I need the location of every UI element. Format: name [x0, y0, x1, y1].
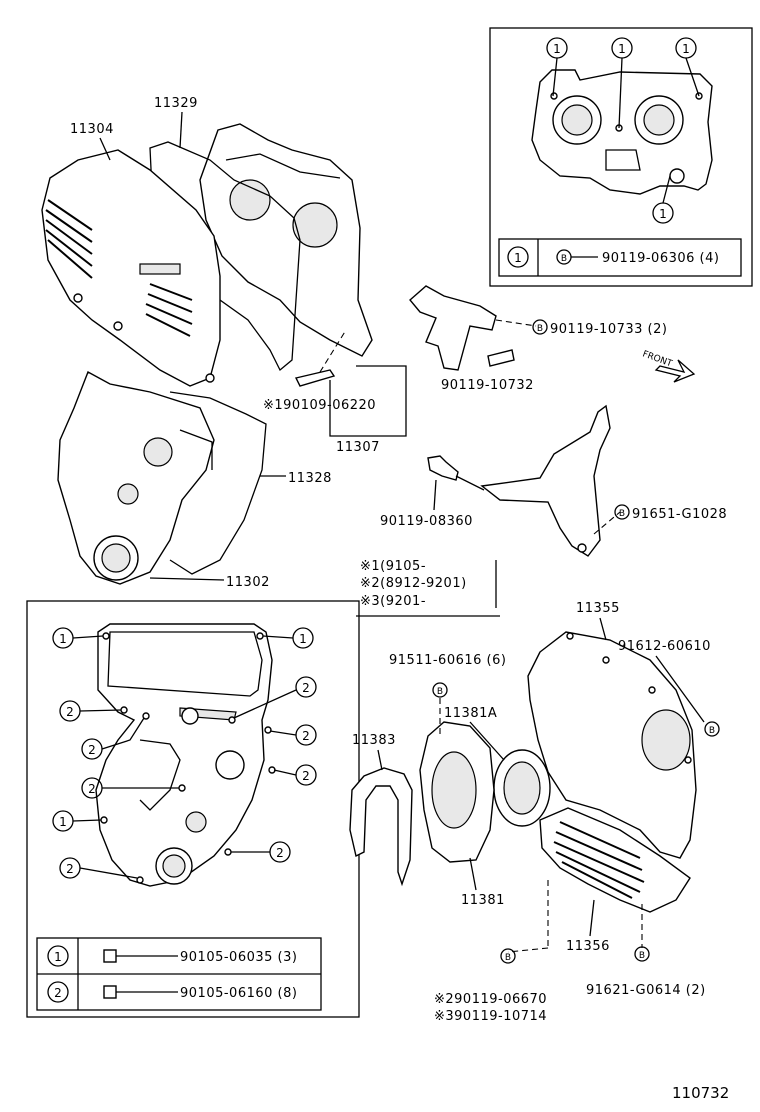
bl-marker-2-left-a: 2	[59, 700, 122, 722]
label-11307: 11307	[336, 440, 380, 455]
figure-id: 110732	[672, 1084, 729, 1102]
bl-marker-1-topright-label: 1	[299, 632, 307, 646]
inset-bottom-key-table: 1 2 90105-06035 (3) 90105-06160 (8)	[36, 937, 322, 1011]
bracket-upper: B 90119-10733 (2) 90119-10732 FRONT	[409, 285, 696, 393]
timing-cover-assembly	[41, 123, 373, 585]
engine-block-face	[531, 69, 713, 195]
marker-b-91651: B	[619, 509, 625, 519]
bl-marker-2-center: 2	[81, 777, 179, 799]
label-90119-10714: ※390119-10714	[434, 1009, 547, 1024]
labels-upper-left: 11304 11329 ※190109-06220 11307 11328 11…	[70, 96, 407, 590]
inset-bottom-left: 1 1 2 2 2 2 2	[26, 600, 360, 1018]
label-90119-10732: 90119-10732	[441, 378, 534, 393]
label-11381: 11381	[461, 893, 505, 908]
label-90119-10733: 90119-10733 (2)	[550, 322, 667, 337]
bl-marker-2-left-b-label: 2	[88, 743, 96, 757]
rear-end-plate-group: 11355 91612-60610 B 91511-60616 (6) B 11…	[349, 601, 720, 1024]
bl-marker-2-left-a-label: 2	[66, 705, 74, 719]
front-label: FRONT	[641, 349, 674, 369]
label-11383: 11383	[352, 733, 396, 748]
label-90119-08360: 90119-08360	[380, 514, 473, 529]
label-11381a: 11381A	[444, 706, 497, 721]
bl-row1-bolt: 90105-06035 (3)	[180, 950, 297, 965]
label-91651-g1028: 91651-G1028	[632, 507, 727, 522]
upper-cover-ribs	[45, 199, 193, 337]
label-11328: 11328	[288, 471, 332, 486]
label-91612-60610: 91612-60610	[618, 639, 711, 654]
bolt-icon-short	[103, 949, 178, 963]
label-190109-06220: ※190109-06220	[263, 398, 376, 413]
marker-1-d-label: 1	[659, 207, 667, 221]
marker-b-91511: B	[437, 687, 443, 697]
label-11302: 11302	[226, 575, 270, 590]
bl-key-row1: 1	[54, 950, 62, 964]
inset-top-bolt-marker: B	[561, 254, 567, 264]
note-1: ※1(9105-	[360, 559, 426, 574]
bl-row2-bolt: 90105-06160 (8)	[180, 986, 297, 1001]
bl-key-row2: 2	[54, 986, 62, 1000]
bl-marker-1-topright: 1	[262, 627, 314, 649]
inset-top-bolt-label: 90119-06306 (4)	[602, 251, 719, 266]
bl-marker-2-right-d-label: 2	[276, 846, 284, 860]
label-90119-06670: ※290119-06670	[434, 992, 547, 1007]
marker-b-91612: B	[709, 726, 715, 736]
footnotes: ※1(9105- ※2(8912-9201) ※3(9201-	[356, 559, 500, 617]
bl-marker-2-bottom-left-label: 2	[66, 862, 74, 876]
bl-marker-2-right-d: 2	[231, 841, 291, 863]
bl-marker-2-right-b: 2	[269, 724, 317, 746]
label-11304: 11304	[70, 122, 114, 137]
marker-b-91621: B	[639, 951, 645, 961]
label-11329: 11329	[154, 96, 198, 111]
label-91621-g0614: 91621-G0614 (2)	[586, 983, 706, 998]
marker-1-c: 1	[675, 37, 700, 97]
inset-top-key-table: 1 B 90119-06306 (4)	[498, 238, 742, 277]
bl-marker-1-topleft-label: 1	[59, 632, 67, 646]
marker-1-c-label: 1	[682, 42, 690, 56]
note-3: ※3(9201-	[360, 594, 426, 609]
bl-marker-1-left: 1	[52, 810, 102, 832]
bracket-lower: 90119-08360 B 91651-G1028	[380, 404, 727, 557]
bl-marker-2-right-c-label: 2	[302, 769, 310, 783]
bl-marker-2-right-a: 2	[233, 676, 317, 719]
inset-top-right: 1 1 1 1 1 B 90119-06306 (4)	[489, 27, 753, 287]
marker-1-b-label: 1	[618, 42, 626, 56]
marker-1-a-label: 1	[553, 42, 561, 56]
bolt-icon-long	[103, 985, 178, 999]
bl-marker-2-left-b: 2	[81, 717, 145, 760]
marker-b-06670: B	[505, 953, 511, 963]
bl-marker-2-right-a-label: 2	[302, 681, 310, 695]
note-2: ※2(8912-9201)	[360, 576, 467, 591]
bl-marker-1-topleft: 1	[52, 627, 104, 649]
bl-marker-2-bottom-left: 2	[59, 857, 138, 879]
marker-1-a: 1	[546, 37, 568, 97]
marker-1-d: 1	[652, 175, 674, 224]
bl-marker-2-center-label: 2	[88, 782, 96, 796]
label-11355: 11355	[576, 601, 620, 616]
inset-top-key: 1	[514, 251, 522, 265]
front-arrow-icon: FRONT	[641, 349, 696, 383]
label-11356: 11356	[566, 939, 610, 954]
bl-marker-2-right-c: 2	[273, 764, 317, 786]
marker-1-b: 1	[611, 37, 633, 129]
shield-ribs	[553, 821, 645, 899]
bl-marker-1-left-label: 1	[59, 815, 67, 829]
label-91511-60616: 91511-60616 (6)	[389, 653, 506, 668]
marker-b-10733: B	[537, 324, 543, 334]
bl-marker-2-right-b-label: 2	[302, 729, 310, 743]
